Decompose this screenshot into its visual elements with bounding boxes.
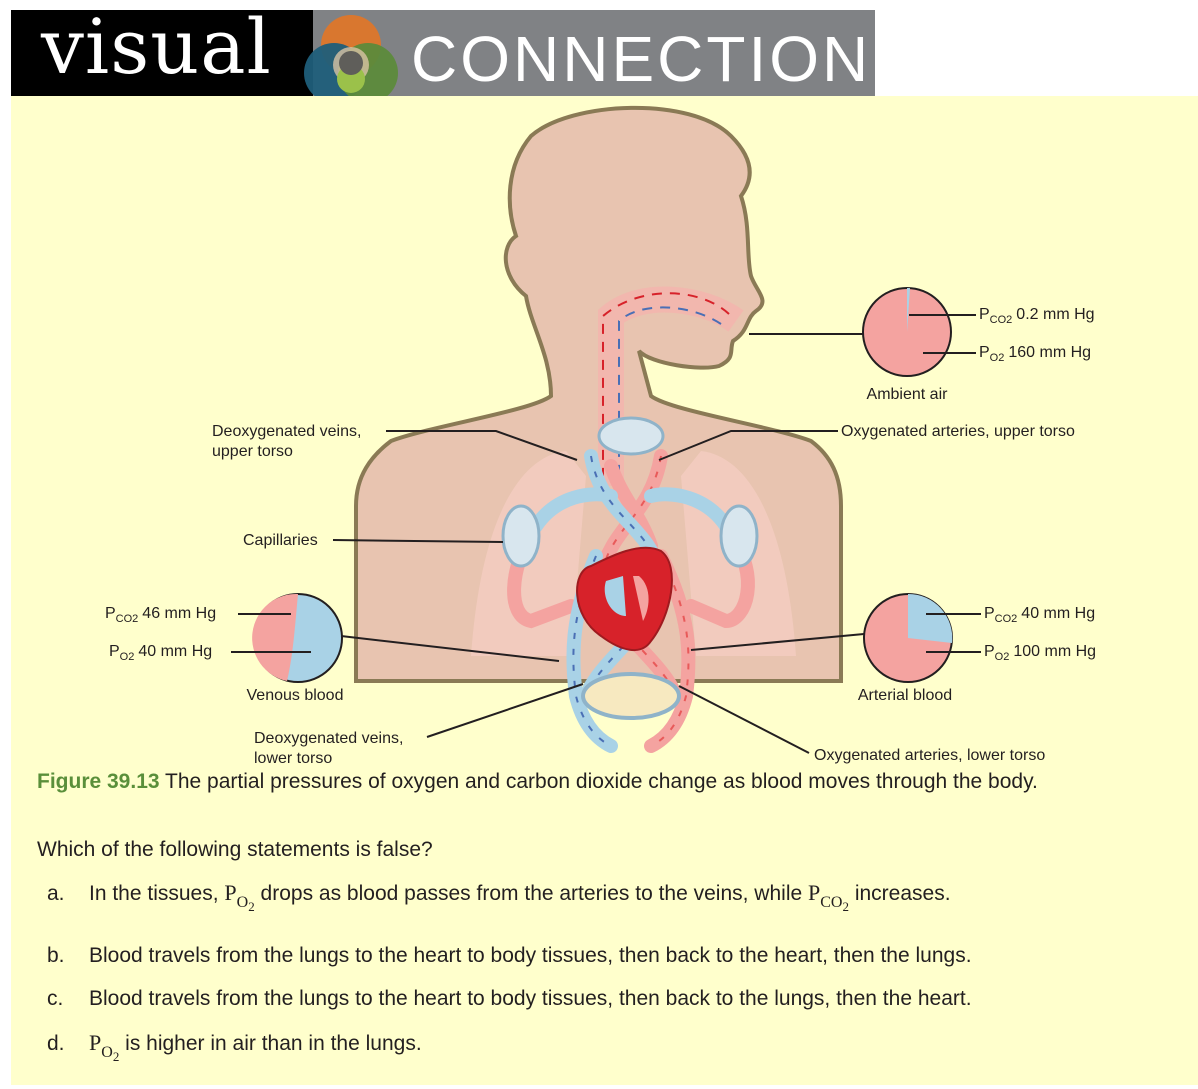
upper-capillary-bed bbox=[599, 418, 663, 454]
venous-blood-caption: Venous blood bbox=[247, 687, 344, 704]
figure-caption-text: The partial pressures of oxygen and carb… bbox=[160, 770, 1038, 793]
question-stem: Which of the following statements is fal… bbox=[37, 838, 433, 862]
ox-arteries-lower-leader bbox=[679, 686, 809, 753]
option-a-letter: a. bbox=[47, 882, 89, 906]
option-a[interactable]: a.In the tissues, PO2 drops as blood pas… bbox=[47, 880, 951, 915]
arterial-blood-caption: Arterial blood bbox=[858, 687, 952, 704]
right-lung-capillary-bed bbox=[721, 506, 757, 566]
banner-word-visual: visual bbox=[41, 2, 272, 91]
lower-capillary-bed bbox=[583, 674, 679, 718]
option-d-po2-symbol: PO2 bbox=[89, 1030, 119, 1055]
deox-veins-upper-label-line1: Deoxygenated veins, bbox=[212, 423, 361, 440]
figure-caption: Figure 39.13 The partial pressures of ox… bbox=[37, 770, 1038, 794]
deox-veins-lower-label-line2: lower torso bbox=[254, 750, 332, 767]
option-d-letter: d. bbox=[47, 1032, 89, 1056]
option-a-text-1: In the tissues, bbox=[89, 882, 224, 905]
option-a-pco2-symbol: PCO2 bbox=[808, 880, 849, 905]
option-a-text-2: drops as blood passes from the arteries … bbox=[255, 882, 808, 905]
option-c-text: Blood travels from the lungs to the hear… bbox=[89, 987, 972, 1010]
option-b[interactable]: b.Blood travels from the lungs to the he… bbox=[47, 944, 972, 968]
arterial-blood-pie bbox=[864, 594, 952, 682]
venn-logo-icon bbox=[296, 5, 406, 105]
ox-arteries-upper-label: Oxygenated arteries, upper torso bbox=[841, 423, 1075, 440]
visual-connection-banner: visual CONNECTION bbox=[11, 10, 875, 96]
deox-veins-lower-label-line1: Deoxygenated veins, bbox=[254, 730, 403, 747]
deox-veins-lower-leader bbox=[427, 684, 583, 737]
capillaries-label: Capillaries bbox=[243, 532, 318, 549]
option-d-text: is higher in air than in the lungs. bbox=[119, 1032, 421, 1055]
ambient-air-pie bbox=[863, 288, 951, 376]
left-lung-capillary-bed bbox=[503, 506, 539, 566]
option-d[interactable]: d.PO2 is higher in air than in the lungs… bbox=[47, 1030, 422, 1065]
ambient-air-caption: Ambient air bbox=[867, 386, 949, 403]
banner-word-connection: CONNECTION bbox=[411, 22, 871, 96]
ox-arteries-lower-label: Oxygenated arteries, lower torso bbox=[814, 747, 1045, 764]
option-b-letter: b. bbox=[47, 944, 89, 968]
option-c[interactable]: c.Blood travels from the lungs to the he… bbox=[47, 987, 972, 1011]
figure-number: Figure 39.13 bbox=[37, 770, 160, 793]
option-b-text: Blood travels from the lungs to the hear… bbox=[89, 944, 972, 967]
option-a-po2-symbol: PO2 bbox=[224, 880, 254, 905]
option-a-text-3: increases. bbox=[849, 882, 951, 905]
venous-blood-pie bbox=[252, 594, 342, 682]
deox-veins-upper-label-line2: upper torso bbox=[212, 443, 293, 460]
option-c-letter: c. bbox=[47, 987, 89, 1011]
